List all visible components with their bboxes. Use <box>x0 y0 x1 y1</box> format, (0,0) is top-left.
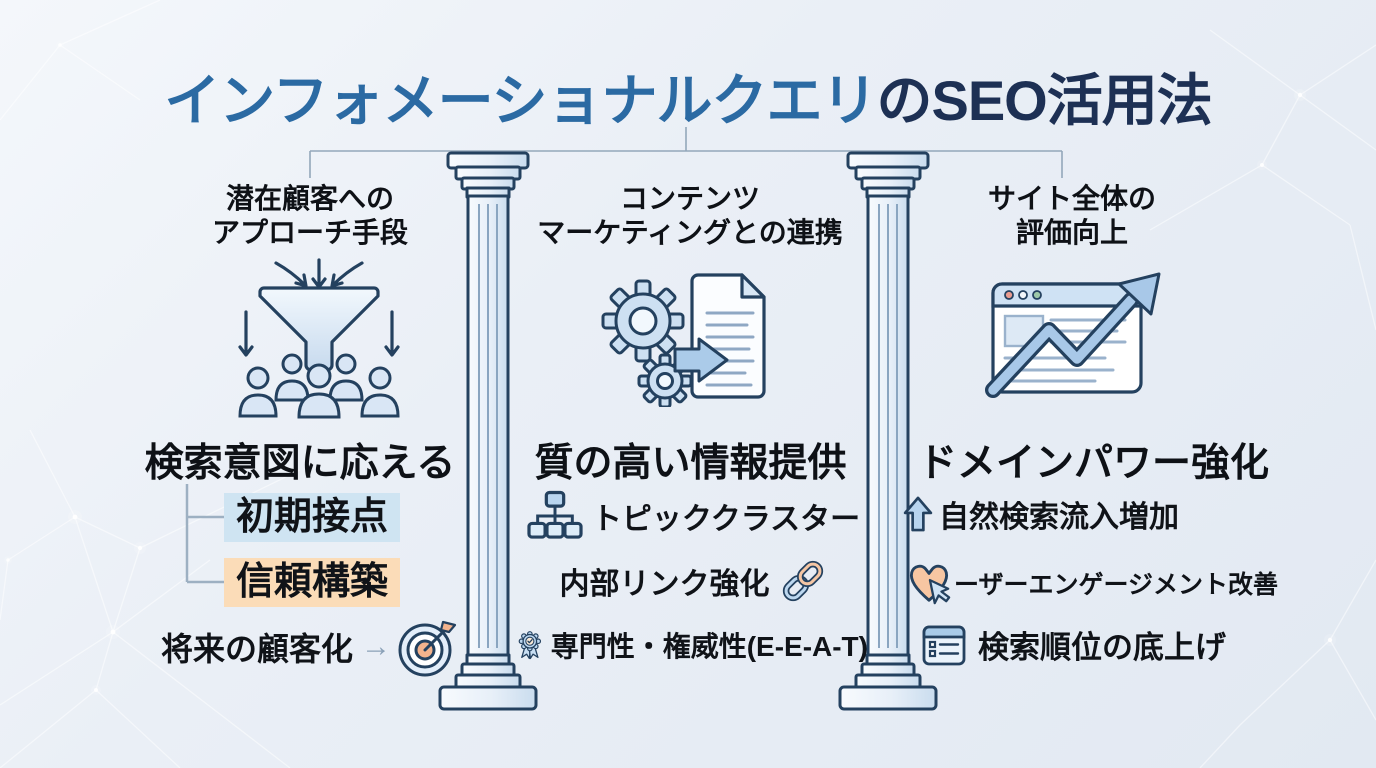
branch-item-initial-contact: 初期接点 <box>224 493 400 542</box>
up-arrow-icon <box>903 496 933 532</box>
ranking-label: 検索順位の底上げ <box>978 630 1226 665</box>
column2-item-eeat: 専門性・権威性(E-E-A-T) <box>518 620 868 670</box>
column3-header-line2: 評価向上 <box>1015 217 1128 248</box>
list-panel-icon <box>922 625 966 665</box>
branch-item-trust-building: 信頼構築 <box>224 558 400 607</box>
column1-footer: 将来の顧客化 → <box>150 616 470 678</box>
topic-cluster-label: トピッククラスター <box>591 503 861 536</box>
target-dart-icon <box>398 620 457 677</box>
column1-header: 潜在顧客への アプローチ手段 <box>150 182 470 250</box>
browser-growth-icon <box>985 272 1161 398</box>
page-title: インフォメーショナルクエリのSEO活用法 <box>0 56 1376 137</box>
column1-header-line2: アプローチ手段 <box>211 217 408 248</box>
column1-heading: 検索意図に応える <box>144 442 456 485</box>
title-dark-part: のSEO活用法 <box>876 69 1212 132</box>
award-badge-icon <box>518 631 542 660</box>
column2-item-internal-links: 内部リンク強化 <box>518 558 868 604</box>
column3-header-line1: サイト全体の <box>987 183 1156 214</box>
title-accent-part: インフォメーショナルクエリ <box>164 69 877 132</box>
internal-links-label: 内部リンク強化 <box>559 568 770 601</box>
heart-cursor-icon <box>909 564 951 605</box>
column2-heading: 質の高い情報提供 <box>534 442 847 485</box>
column3-item-engagement: ーザーエンゲージメント改善 <box>906 560 1278 606</box>
column1-header-line1: 潜在顧客への <box>225 183 394 214</box>
future-customer-label: 将来の顧客化 <box>160 631 353 667</box>
branch-bracket-lines <box>185 484 225 584</box>
right-arrow-glyph: → <box>361 630 391 663</box>
column3-header: サイト全体の 評価向上 <box>922 182 1222 250</box>
funnel-audience-icon <box>238 258 400 419</box>
column2-header: コンテンツ マーケティングとの連携 <box>510 182 870 250</box>
column3-item-ranking: 検索順位の底上げ <box>922 622 1226 667</box>
organic-traffic-label: 自然検索流入増加 <box>939 501 1179 534</box>
eeat-label: 専門性・権威性(E-E-A-T) <box>550 631 868 662</box>
engagement-label: ーザーエンゲージメント改善 <box>954 571 1279 599</box>
column2-header-line1: コンテンツ <box>619 183 760 214</box>
column2-item-topic-cluster: トピッククラスター <box>518 490 868 542</box>
topic-cluster-icon <box>527 490 583 539</box>
column2-header-line2: マーケティングとの連携 <box>537 217 843 248</box>
chain-link-icon <box>782 560 823 602</box>
column3-item-organic-traffic: 自然検索流入増加 <box>903 492 1179 536</box>
gears-document-icon <box>601 273 766 407</box>
column3-heading: ドメインパワー強化 <box>918 442 1270 485</box>
